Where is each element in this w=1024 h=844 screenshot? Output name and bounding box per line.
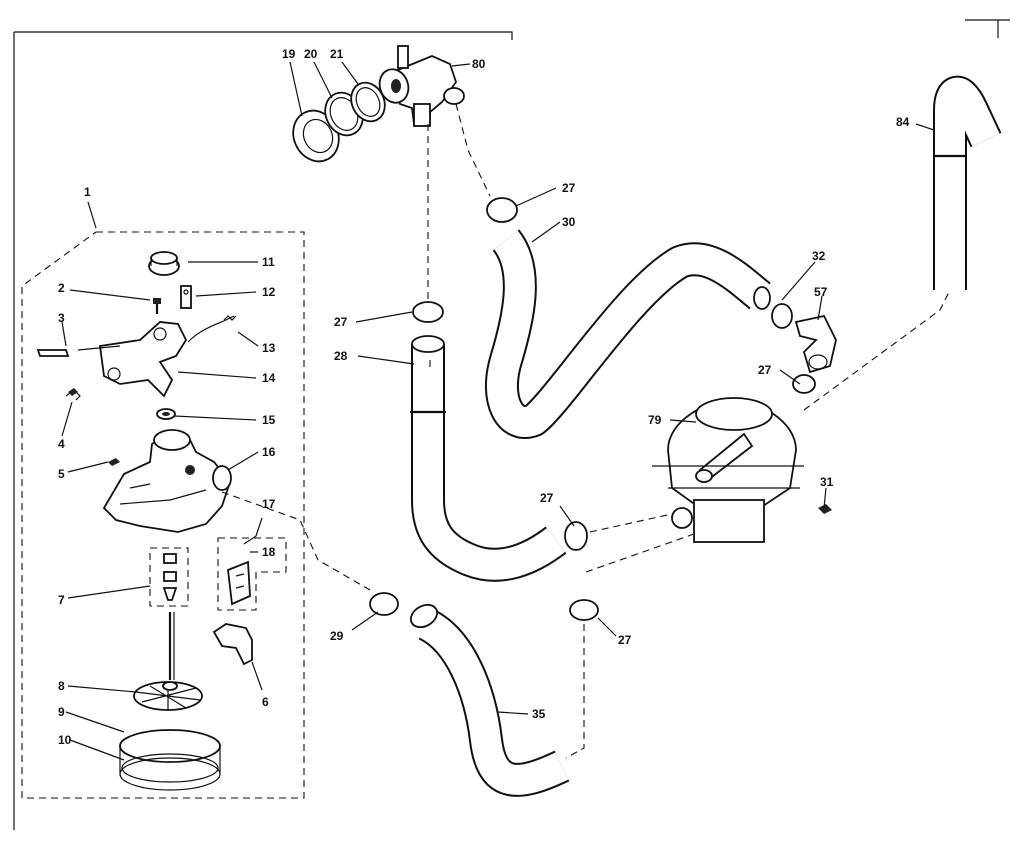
label-p4: 4 — [58, 437, 65, 451]
label-p8: 8 — [58, 679, 65, 693]
label-p80: 80 — [472, 57, 486, 71]
label-p79: 79 — [648, 413, 662, 427]
pump-cap-11 — [148, 251, 180, 276]
label-p27e: 27 — [758, 363, 772, 377]
label-p10: 10 — [58, 733, 72, 747]
hose-30 — [485, 229, 771, 439]
screw-31 — [818, 504, 832, 514]
label-p1: 1 — [84, 185, 91, 199]
label-p84: 84 — [896, 115, 910, 129]
filter-housing-79 — [652, 397, 804, 543]
label-p21: 21 — [330, 47, 344, 61]
label-p6: 6 — [262, 695, 269, 709]
label-p27a: 27 — [562, 181, 576, 195]
pump-housing-16 — [102, 429, 232, 533]
label-p27b: 27 — [334, 315, 348, 329]
spring-13 — [187, 315, 237, 343]
label-p29: 29 — [330, 629, 344, 643]
clip-4 — [65, 388, 81, 401]
clamp-27d — [569, 599, 599, 621]
label-p35: 35 — [532, 707, 546, 721]
label-p57: 57 — [814, 285, 828, 299]
label-p28: 28 — [334, 349, 348, 363]
clamp-27a — [486, 197, 518, 223]
labels: 1 2 3 4 5 6 7 8 9 10 11 12 13 14 15 16 1… — [58, 47, 910, 747]
shaft — [168, 612, 175, 680]
label-p11: 11 — [262, 255, 275, 269]
clamp-32 — [753, 286, 793, 329]
screw-2 — [153, 298, 161, 314]
label-p5: 5 — [58, 467, 65, 481]
clamp-27e — [792, 374, 816, 394]
label-p12: 12 — [262, 285, 276, 299]
bracket-12 — [180, 285, 192, 309]
hose-84 — [933, 75, 1002, 290]
clamp-29 — [369, 592, 399, 616]
label-p16: 16 — [262, 445, 276, 459]
label-p19: 19 — [282, 47, 296, 61]
label-p31: 31 — [820, 475, 834, 489]
label-p32: 32 — [812, 249, 826, 263]
ring-21 — [350, 81, 386, 123]
label-p7: 7 — [58, 593, 65, 607]
washer-15 — [156, 408, 176, 420]
label-p30: 30 — [562, 215, 576, 229]
leader-lines — [61, 61, 935, 761]
seal-18 — [227, 560, 251, 606]
pin-3 — [36, 349, 70, 357]
valve-80 — [378, 45, 465, 127]
clamp-27c — [564, 521, 588, 551]
label-p14: 14 — [262, 371, 276, 385]
label-p3: 3 — [58, 311, 65, 325]
impeller-8 — [133, 681, 203, 711]
page-frame — [13, 19, 1010, 830]
label-p27c: 27 — [540, 491, 554, 505]
lever-arm-14 — [77, 321, 188, 398]
connection-lines — [221, 103, 951, 759]
label-p27d: 27 — [618, 633, 632, 647]
ring-9-10 — [119, 729, 221, 791]
fitting-57 — [794, 314, 837, 374]
label-p18: 18 — [262, 545, 276, 559]
label-p17: 17 — [262, 497, 276, 511]
hose-35 — [409, 603, 570, 797]
label-p20: 20 — [304, 47, 318, 61]
clamp-27b — [412, 301, 444, 323]
hose-28 — [410, 335, 567, 582]
label-p2: 2 — [58, 281, 65, 295]
label-p13: 13 — [262, 341, 276, 355]
label-p9: 9 — [58, 705, 65, 719]
bracket-6 — [212, 623, 253, 666]
pump-assembly-outline — [21, 231, 305, 799]
label-p15: 15 — [262, 413, 276, 427]
seal-stack-7 — [162, 553, 178, 601]
screw-5 — [108, 458, 120, 466]
